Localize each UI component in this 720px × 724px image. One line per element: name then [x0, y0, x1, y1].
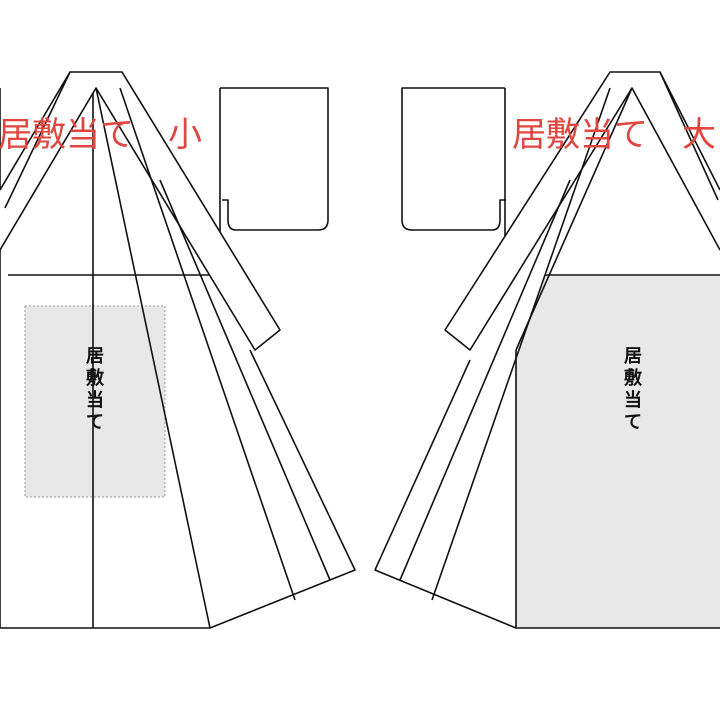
patch-label-small: 居敷当て	[86, 346, 104, 433]
collar-inner-right	[659, 71, 719, 201]
okumi-line-1-right	[515, 87, 633, 351]
kimono-right	[374, 71, 720, 629]
lining-patch-small	[24, 305, 166, 498]
title-large-lining: 居敷当て 大	[512, 115, 716, 155]
kimono-left	[0, 71, 356, 629]
sleeve-right	[401, 87, 506, 231]
okumi-line-3-right	[399, 179, 571, 581]
sleeve-left	[220, 87, 329, 231]
okumi-line-2-left	[119, 87, 296, 601]
body-outline-right	[374, 359, 720, 629]
patch-label-large: 居敷当て	[624, 346, 642, 433]
lining-patch-large	[516, 276, 720, 628]
title-small-lining: 居敷当て 小	[0, 115, 202, 155]
collar-inner-left	[4, 71, 71, 209]
okumi-line-3-left	[159, 179, 331, 581]
okumi-line-2-right	[431, 87, 611, 601]
okumi-line-1-left	[95, 87, 211, 629]
